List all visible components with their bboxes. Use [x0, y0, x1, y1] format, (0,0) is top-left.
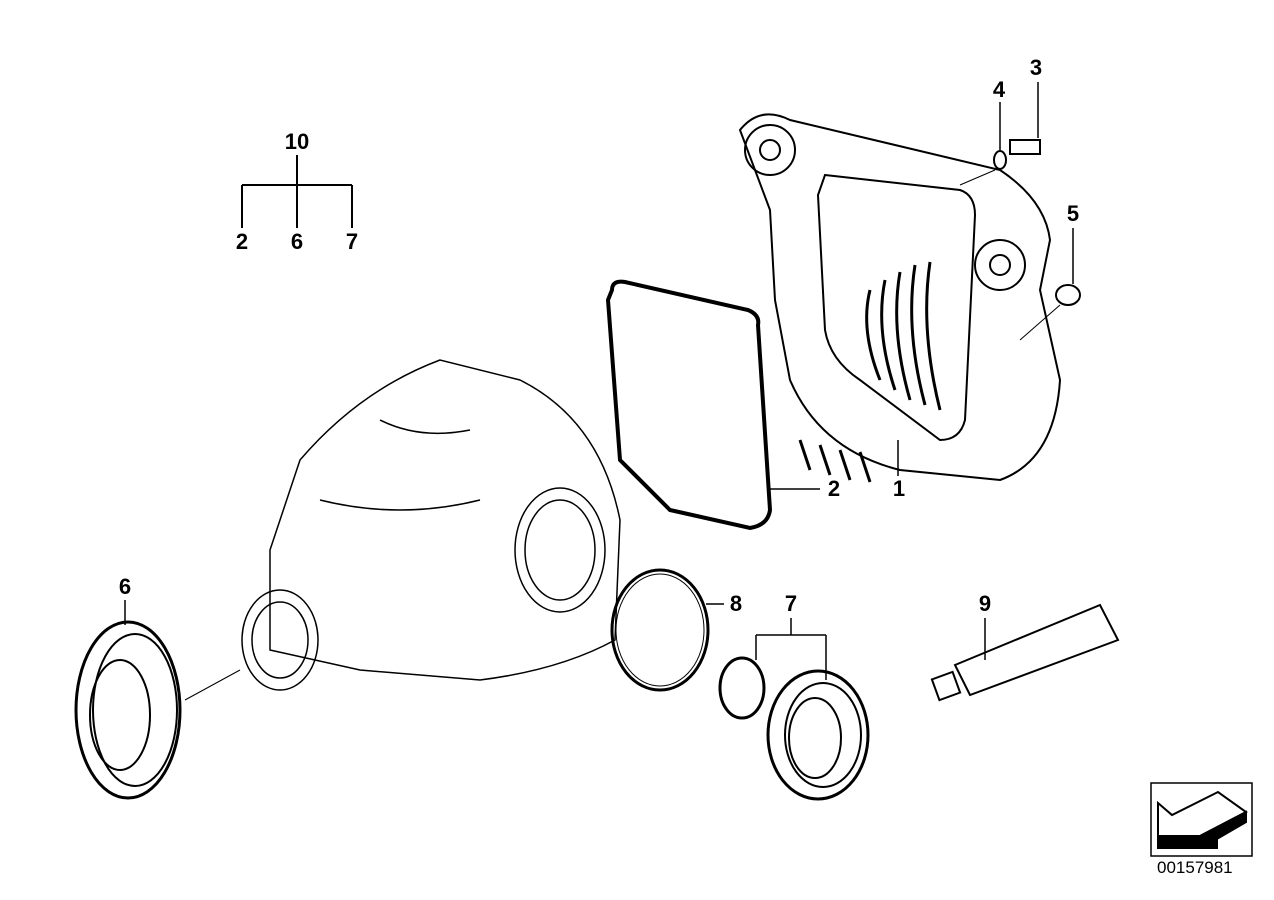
label-set-2: 2: [235, 229, 249, 254]
label-set-6: 6: [290, 229, 304, 254]
label-gasket: 2: [827, 476, 841, 501]
label-plug: 5: [1066, 201, 1080, 226]
gasket: [605, 279, 820, 531]
washer: [959, 102, 1007, 186]
bolt: [1009, 82, 1041, 155]
o-ring: [610, 568, 724, 692]
drain-plug: [1019, 228, 1081, 341]
differential-cover: [738, 113, 1062, 483]
label-set-10: 10: [284, 129, 310, 154]
arrow-icon[interactable]: [1150, 782, 1253, 857]
sealant-tube: [930, 603, 1120, 702]
label-seal-left: 6: [118, 574, 132, 599]
label-bolt: 3: [1029, 55, 1043, 80]
label-washer: 4: [992, 77, 1006, 102]
label-set-7: 7: [345, 229, 359, 254]
label-oring: 8: [729, 591, 743, 616]
set-bracket: [241, 155, 353, 228]
label-seal-right: 7: [784, 591, 798, 616]
document-number: 00157981: [1157, 858, 1233, 877]
shaft-seal-left: [74, 600, 182, 800]
label-cover: 1: [892, 476, 906, 501]
differential-housing: [184, 359, 621, 701]
label-sealant: 9: [978, 591, 992, 616]
shaft-seal-right: [718, 618, 870, 801]
